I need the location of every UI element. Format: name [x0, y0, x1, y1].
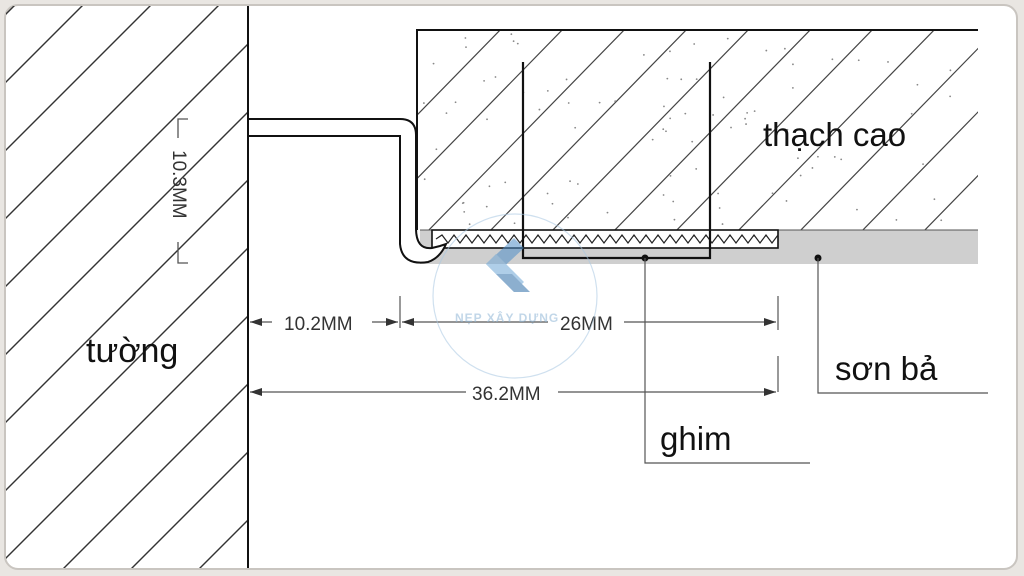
label-pin: ghim	[660, 420, 732, 457]
left-width-label: 10.2MM	[284, 314, 353, 335]
brand-logo-icon	[486, 238, 530, 292]
label-gypsum: thạch cao	[763, 116, 906, 153]
gypsum-board	[416, 29, 978, 230]
height-dimension	[177, 118, 188, 264]
profile-flange	[431, 229, 779, 249]
watermark: NẸP XÂY DỰNG	[432, 213, 598, 379]
wall-section	[6, 6, 249, 568]
right-width-label: 26MM	[560, 314, 613, 335]
label-wall: tường	[86, 332, 178, 370]
metal-profile	[247, 118, 448, 264]
watermark-text: NẸP XÂY DỰNG	[455, 310, 559, 325]
leader-lines	[641, 254, 988, 464]
total-width-label: 36.2MM	[472, 384, 541, 405]
label-paint-board: sơn bả	[835, 350, 938, 387]
height-dimension-label: 10.3MM	[168, 150, 189, 219]
pin-clip	[521, 62, 712, 260]
